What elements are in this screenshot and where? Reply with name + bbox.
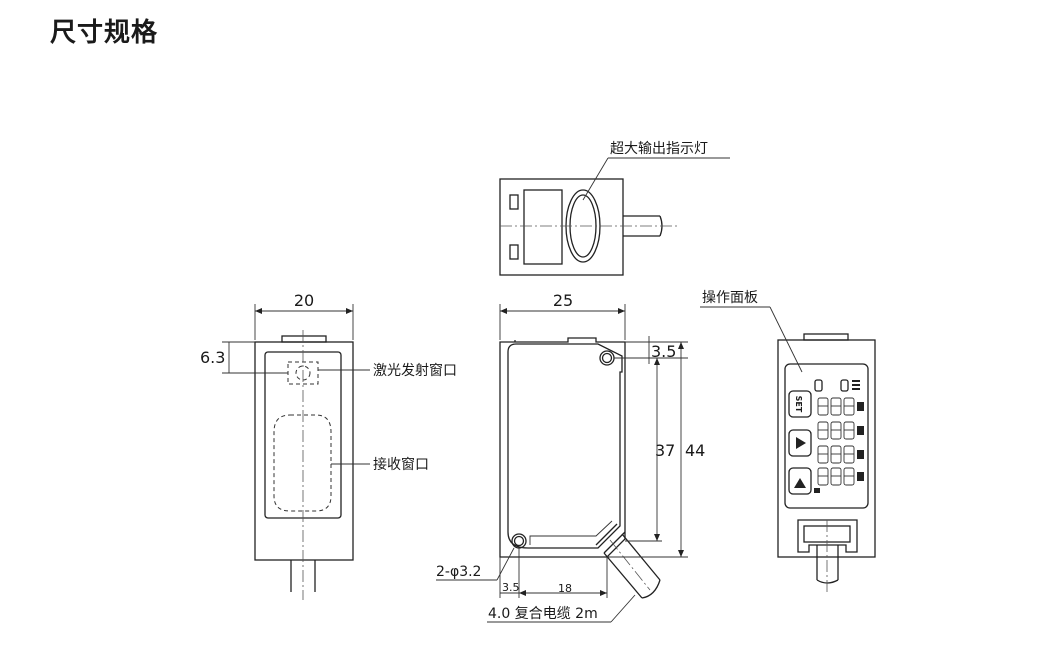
receiver-window-label: 接收窗口 — [373, 456, 429, 473]
dim-hole-pitch: 37 — [655, 441, 675, 460]
dim-side-top-offset: 3.5 — [651, 342, 676, 361]
side-view: 25 3.5 37 44 3.5 18 2-φ3.2 4.0 复合电缆 2m — [436, 291, 705, 623]
set-button[interactable]: SET — [794, 396, 803, 413]
mount-hole-label: 2-φ3.2 — [436, 564, 481, 580]
cable-label: 4.0 复合电缆 2m — [488, 605, 598, 622]
indicator-label: 超大输出指示灯 — [610, 141, 708, 157]
page-title: 尺寸规格 — [50, 18, 159, 48]
dim-front-offset: 6.3 — [200, 348, 225, 367]
dim-bottom-pitch: 18 — [558, 582, 572, 595]
emitter-window-label: 激光发射窗口 — [373, 362, 457, 379]
arrow-button-icon[interactable] — [796, 437, 806, 449]
operation-panel-label: 操作面板 — [702, 290, 758, 306]
dim-side-height: 44 — [685, 441, 705, 460]
front-view: 20 6.3 激光发射窗口 接收窗口 — [200, 291, 457, 600]
dim-front-width: 20 — [294, 291, 314, 310]
dim-bottom-offset: 3.5 — [502, 581, 520, 594]
top-view: 超大输出指示灯 — [499, 141, 730, 276]
back-view: SET — [700, 290, 876, 595]
push-button-icon[interactable] — [794, 478, 806, 488]
dim-side-width: 25 — [553, 291, 573, 310]
